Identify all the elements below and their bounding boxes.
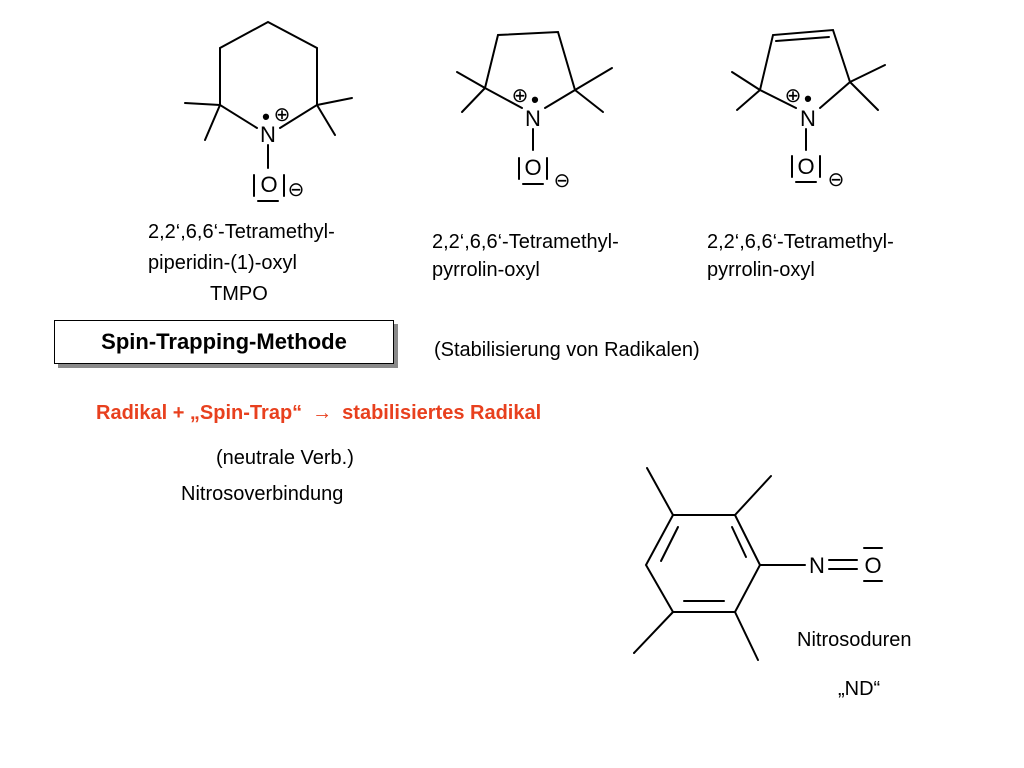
tmpo-nitrogen-label: N xyxy=(260,122,276,147)
tmpo-name-line1: 2,2‘,6,6‘-Tetramethyl- xyxy=(148,221,335,243)
pyrrolin-b-radical-dot: • xyxy=(804,86,812,111)
pyrrolin-b-minus-charge: ⊖ xyxy=(828,169,845,191)
reaction-arrow-icon: → xyxy=(312,402,333,424)
tmpo-radical-dot: • xyxy=(262,104,270,129)
tmpo-ring xyxy=(184,20,353,202)
pyrrolin-a-radical-dot: • xyxy=(531,87,539,112)
reaction-product: stabilisiertes Radikal xyxy=(342,402,542,424)
nitrosoduren-ring xyxy=(633,467,883,661)
method-title-box: Spin-Trapping-Methode xyxy=(54,320,394,364)
method-title: Spin-Trapping-Methode xyxy=(101,329,347,354)
nitrosoduren-abbreviation: „ND“ xyxy=(838,678,881,700)
pyrrolin-b-name-line2: pyrrolin-oxyl xyxy=(707,259,815,281)
pyrrolin-b-plus-charge: ⊕ xyxy=(785,85,802,107)
pyrrolin-a-minus-charge: ⊖ xyxy=(554,170,571,192)
tmpo-abbreviation: TMPO xyxy=(210,283,268,305)
method-note: (Stabilisierung von Radikalen) xyxy=(434,339,700,361)
pyrrolin-b-nitrogen-label: N xyxy=(800,106,816,131)
pyrrolin-a-name-line1: 2,2‘,6,6‘-Tetramethyl- xyxy=(432,231,619,253)
pyrrolin-a-nitrogen-label: N xyxy=(525,106,541,131)
pyrrolin-a-plus-charge: ⊕ xyxy=(512,85,529,107)
pyrrolin-b-name-line1: 2,2‘,6,6‘-Tetramethyl- xyxy=(707,231,894,253)
reaction-equation: Radikal + „Spin-Trap“ → stabilisiertes Rad… xyxy=(96,402,541,425)
tmpo-oxygen-label: O xyxy=(260,172,277,197)
tmpo-name-line2: piperidin-(1)-oxyl xyxy=(148,252,297,274)
reaction-reactant: Radikal + „Spin-Trap“ xyxy=(96,402,303,424)
pyrrolin-a-name-line2: pyrrolin-oxyl xyxy=(432,259,540,281)
pyrrolin-a-ring xyxy=(456,30,613,185)
tmpo-plus-charge: ⊕ xyxy=(274,104,291,126)
pyrrolin-b-ring xyxy=(731,28,886,183)
pyrrolin-a-oxygen-label: O xyxy=(524,155,541,180)
nitrosoduren-nitrogen-label: N xyxy=(809,553,825,578)
trap-class: Nitrosoverbindung xyxy=(181,483,344,505)
nitrosoduren-oxygen-label: O xyxy=(864,553,881,578)
trap-note: (neutrale Verb.) xyxy=(216,447,354,469)
pyrrolin-b-oxygen-label: O xyxy=(797,154,814,179)
nitrosoduren-name: Nitrosoduren xyxy=(797,629,912,651)
tmpo-minus-charge: ⊖ xyxy=(288,179,305,201)
